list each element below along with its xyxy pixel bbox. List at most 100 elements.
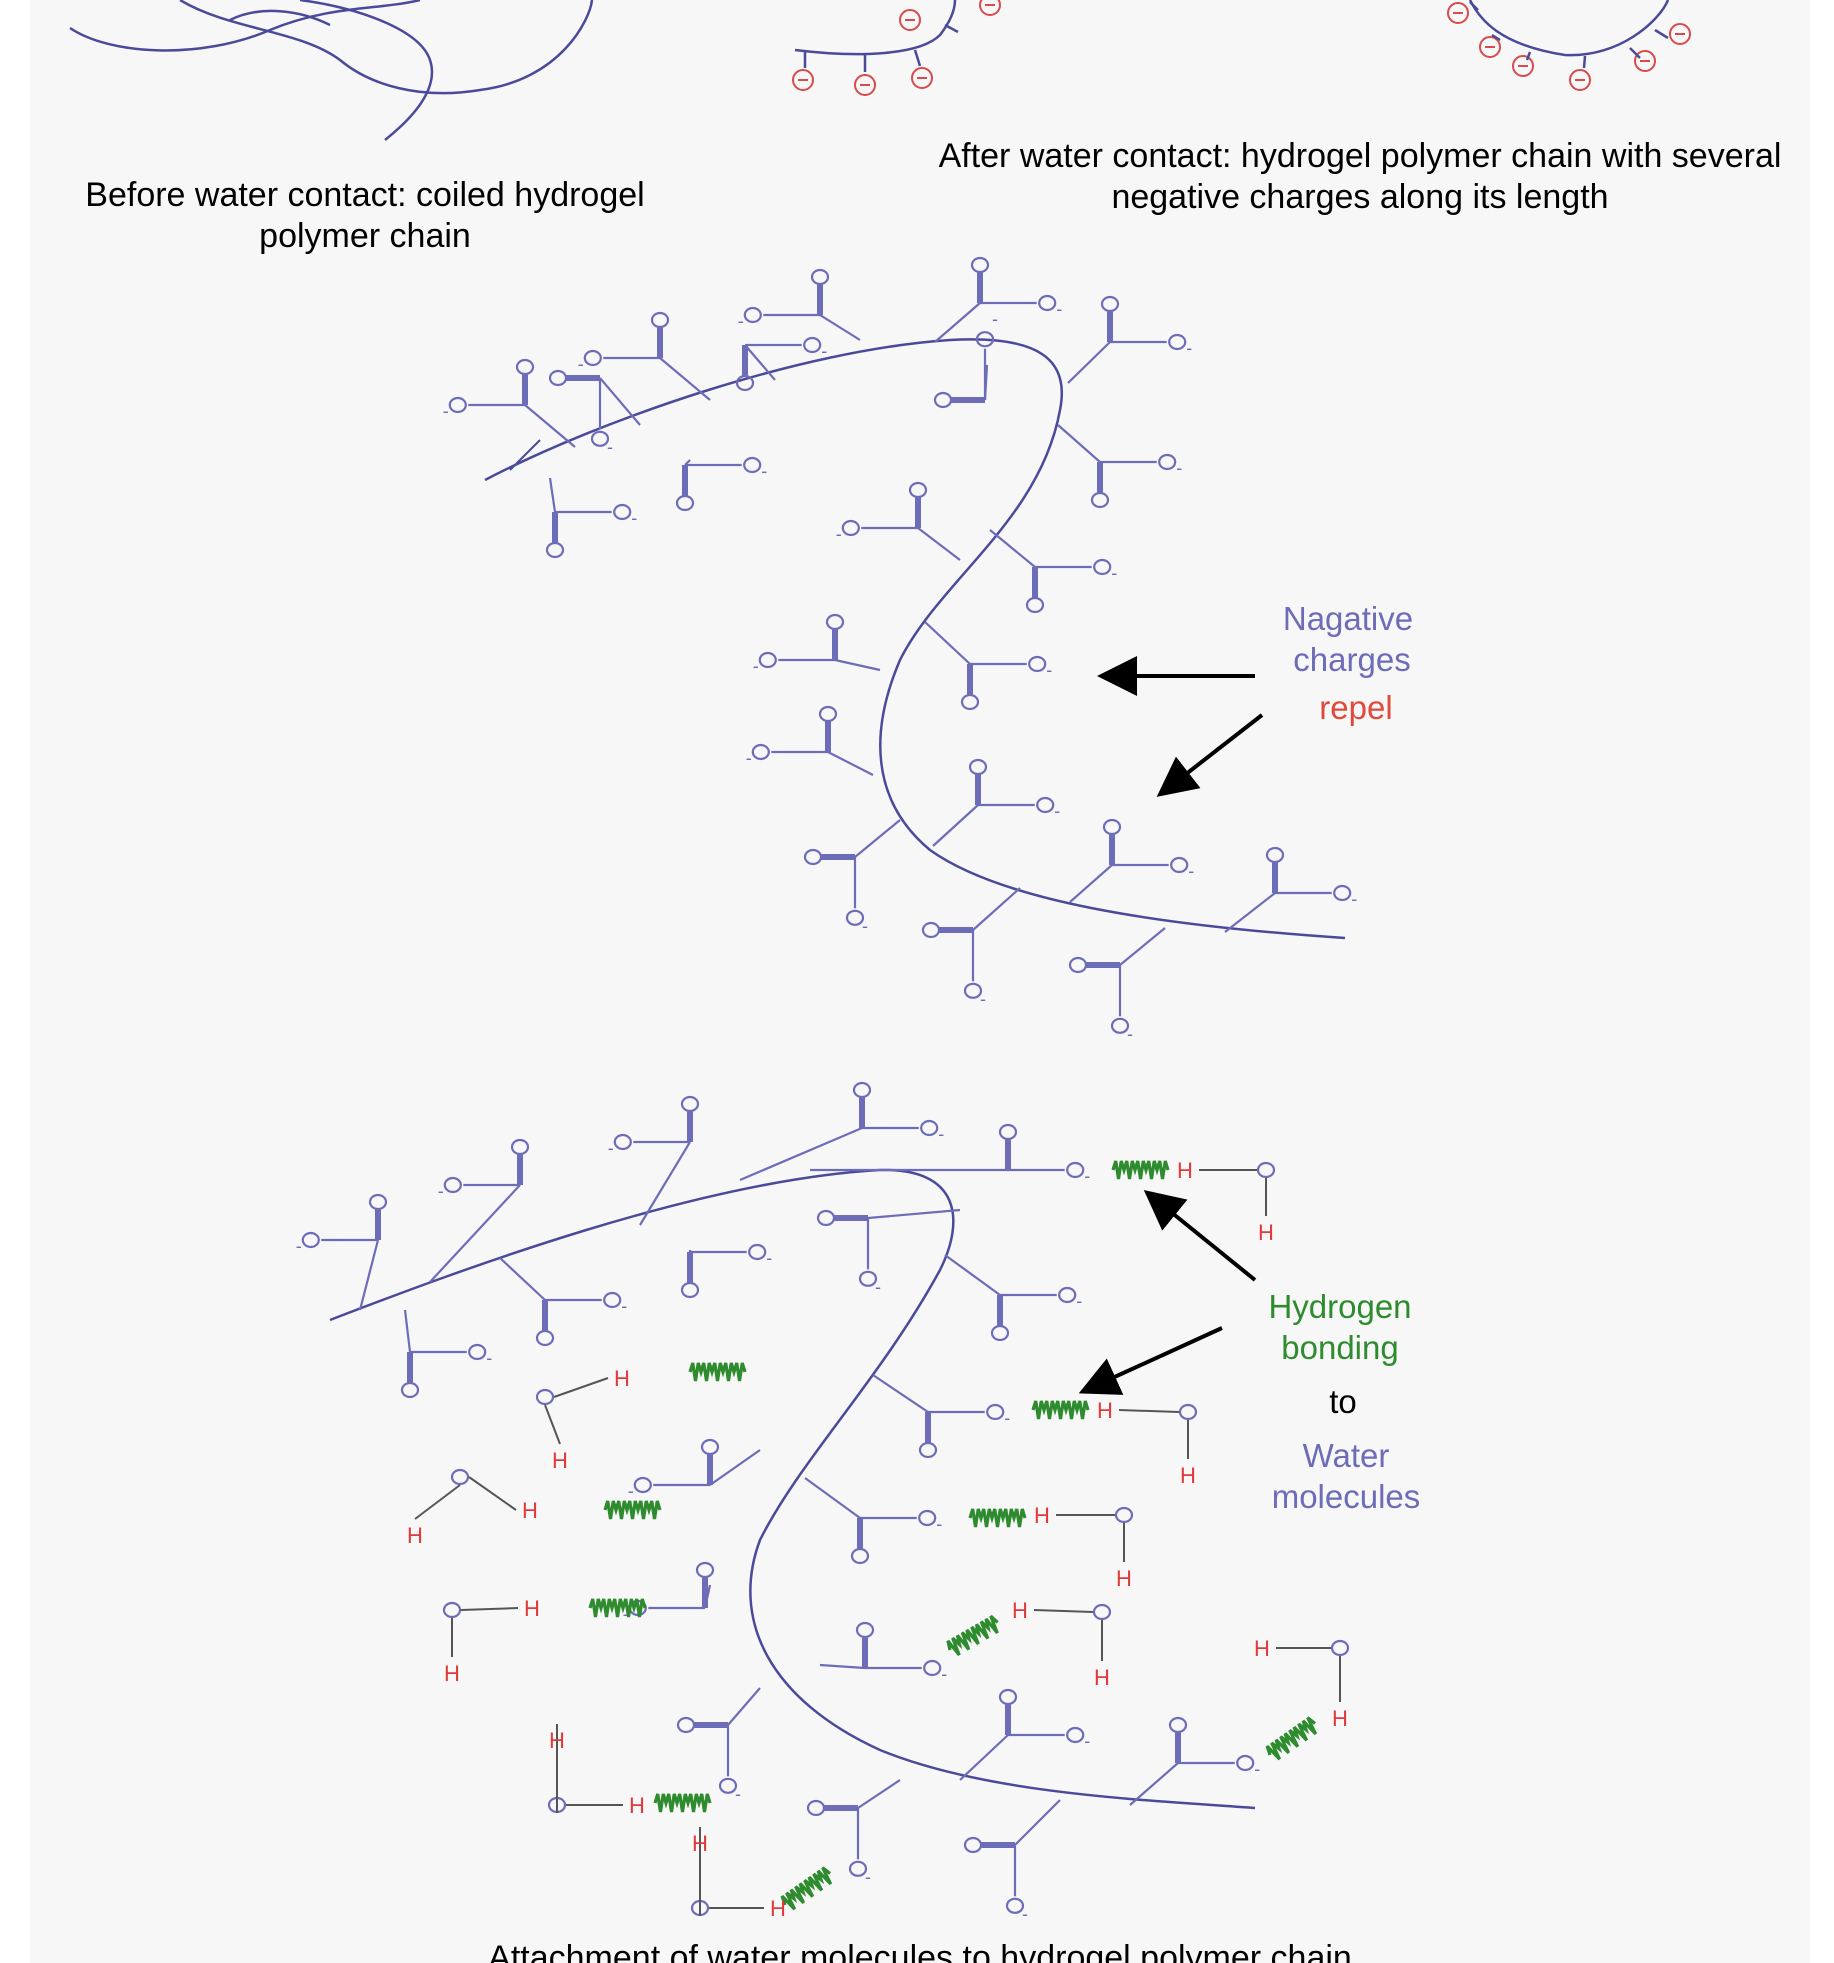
stem-bond	[1014, 1799, 1061, 1846]
stem-bond	[959, 1734, 1009, 1781]
label-to: to	[1329, 1383, 1357, 1420]
oxygen-double	[535, 1329, 555, 1347]
negative-sign: -	[875, 1277, 881, 1297]
negative-sign: -	[1054, 801, 1060, 821]
stem-bond	[1067, 341, 1111, 384]
oxygen-charged	[1058, 1286, 1077, 1304]
negative-charge-icon	[1669, 23, 1691, 45]
carboxylate-group: -	[836, 481, 961, 561]
stem-bond	[819, 1663, 866, 1670]
hydrogen-atom: H	[1097, 1398, 1113, 1423]
oxygen-charged	[751, 743, 770, 761]
polymer-backbone	[329, 1168, 1256, 1810]
oxygen-charged	[963, 982, 983, 999]
negative-charge-icon	[1479, 36, 1501, 58]
caption-after: After water contact: hydrogel polymer ch…	[938, 137, 1782, 216]
label-water-1: Water	[1303, 1437, 1390, 1474]
oxygen-double	[548, 369, 568, 387]
oxygen-double	[908, 481, 928, 499]
negative-sign: -	[1176, 458, 1182, 478]
water-oxygen	[1330, 1639, 1350, 1657]
oxygen-charged	[590, 430, 610, 447]
stem-bond	[872, 1374, 929, 1413]
oxygen-charged	[448, 396, 467, 414]
repelling-chain: ----------------------	[443, 256, 1357, 1044]
negative-sign: -	[1022, 1904, 1028, 1924]
carboxylate-group: -	[400, 1309, 492, 1399]
negative-sign: -	[735, 1784, 741, 1804]
oxygen-double	[810, 268, 830, 286]
hbond-zigzag	[946, 1614, 999, 1657]
carboxylate-group: -	[499, 1257, 627, 1347]
water-oxygen	[442, 1601, 462, 1619]
panel-background	[30, 0, 1810, 1963]
oxygen-charged	[603, 1291, 622, 1309]
label-hbond-1: Hydrogen	[1268, 1288, 1411, 1325]
backbone-tick	[509, 439, 541, 471]
water-molecule: HH	[1177, 1158, 1276, 1245]
oxygen-double	[998, 1688, 1018, 1706]
oxygen-charged	[1110, 1017, 1130, 1034]
oxygen-charged	[758, 651, 777, 669]
oxygen-double	[680, 1095, 700, 1113]
water-oxygen	[1114, 1506, 1134, 1524]
carboxylate-group: -	[924, 621, 1052, 711]
carboxylate-group: -	[680, 1243, 772, 1299]
oxygen-double	[650, 311, 670, 329]
charge-ring	[854, 74, 876, 96]
oh-bond	[468, 1476, 517, 1511]
stem-bond	[972, 887, 1021, 931]
hydrogen-atom: H	[1116, 1566, 1132, 1591]
charged-chain-small	[792, 0, 1001, 96]
oxygen-charged	[923, 1659, 942, 1677]
carboxylate-group: -	[676, 1687, 761, 1804]
negative-sign: -	[578, 354, 584, 374]
stem-bond	[727, 1687, 761, 1726]
hydrogen-atom: H	[1012, 1598, 1028, 1623]
carboxylate-group: -	[1224, 846, 1357, 933]
oxygen-double	[695, 1561, 715, 1579]
oxygen-double	[700, 1438, 720, 1456]
negative-charge-icon	[979, 0, 1001, 16]
charge-tick	[1629, 47, 1641, 59]
carboxylate-group: -	[738, 268, 861, 341]
carboxylate-group: -	[934, 256, 1062, 343]
oxygen-double	[1100, 295, 1120, 313]
arrow-hbond-2	[1078, 1326, 1223, 1395]
stem-bond	[932, 804, 979, 847]
negative-sign: -	[1046, 660, 1052, 680]
negative-sign: -	[628, 1481, 634, 1501]
negative-sign: -	[608, 1138, 614, 1158]
hydrogen-atom: H	[1177, 1158, 1193, 1183]
stem-bond	[1224, 892, 1276, 933]
negative-sign: -	[738, 311, 744, 331]
polymer-backbone	[484, 338, 1346, 940]
negative-sign: -	[865, 1867, 871, 1887]
oxygen-double	[998, 1123, 1018, 1141]
arrow-hbond-1	[1143, 1189, 1257, 1282]
oxygen-charged	[743, 456, 762, 474]
hydrogen-atom: H	[1180, 1463, 1196, 1488]
caption-before: Before water contact: coiled hydrogel po…	[85, 176, 645, 255]
oxygen-double	[855, 1621, 875, 1639]
oxygen-double	[825, 613, 845, 631]
hydrogen-bond-icon	[946, 1614, 999, 1657]
oxygen-double	[963, 1836, 983, 1854]
oxygen-charged	[743, 306, 762, 324]
oxygen-charged	[1066, 1161, 1085, 1179]
stem-bond	[989, 529, 1036, 568]
hbond-zigzag	[968, 1508, 1027, 1528]
carboxylate-group: -	[675, 456, 767, 512]
charge-ring	[899, 9, 921, 31]
stem-bond	[548, 477, 557, 513]
charge-tick	[1525, 51, 1532, 61]
oxygen-charged	[858, 1270, 878, 1287]
carboxylate-group: -	[548, 369, 641, 457]
carboxylate-group: -	[735, 336, 827, 392]
annotation-arrows	[1078, 656, 1264, 1395]
stem-bond	[804, 1477, 861, 1519]
negative-charge-icon	[911, 67, 933, 89]
negative-sign: -	[1076, 1291, 1082, 1311]
negative-charge-icon	[1634, 50, 1656, 72]
oxygen-double	[680, 1281, 700, 1299]
